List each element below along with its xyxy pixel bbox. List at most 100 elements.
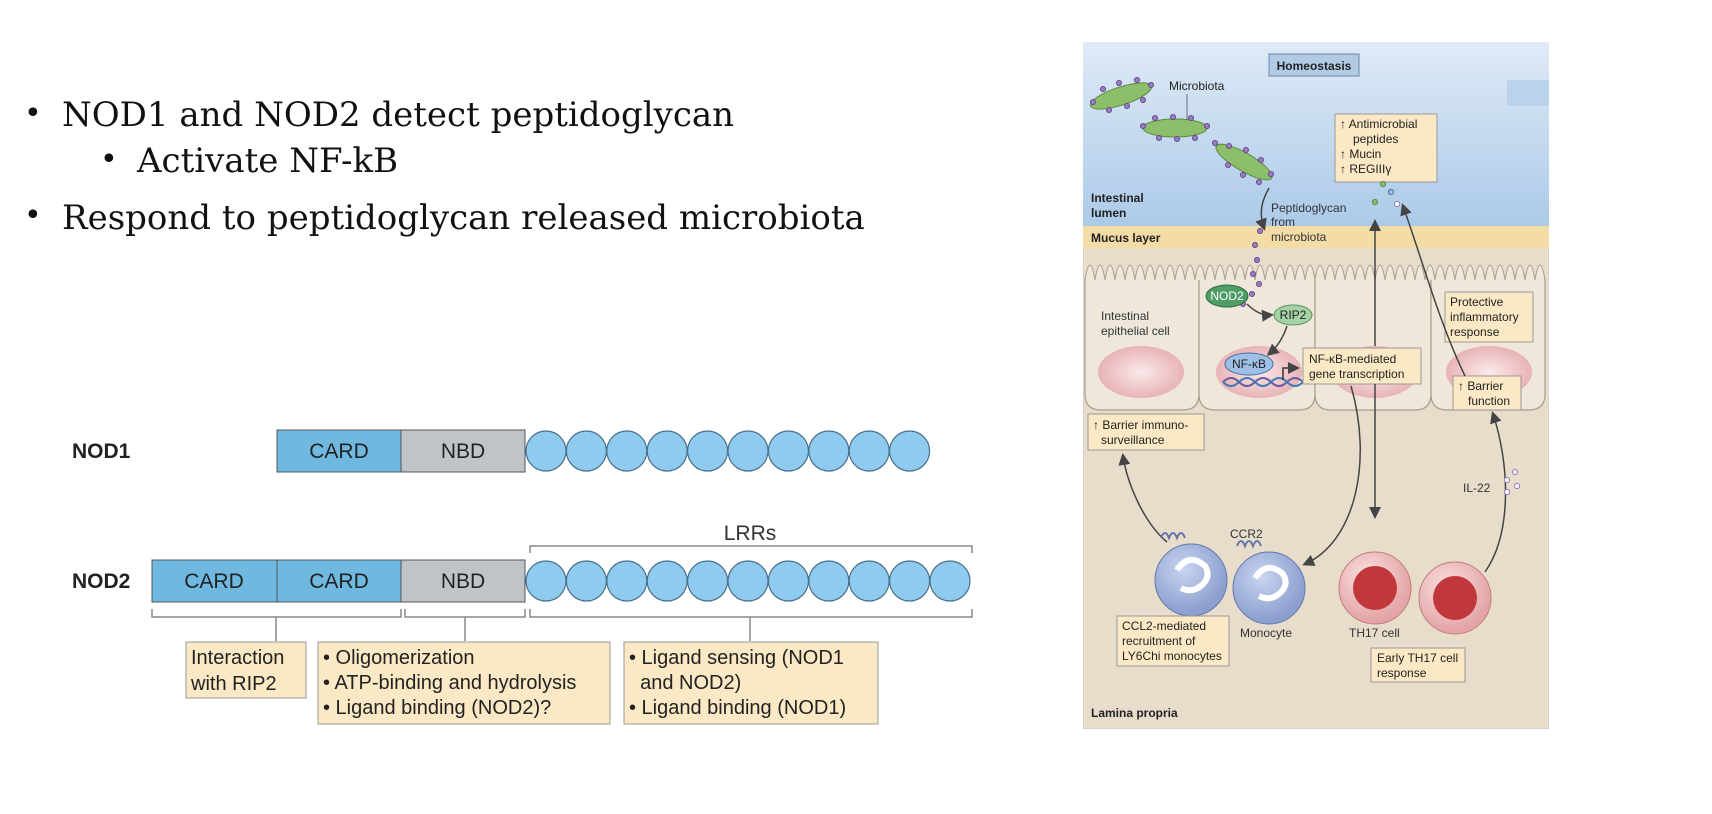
il22-molecules [1503,468,1521,496]
antimicrobial-line1: ↑ Antimicrobial [1340,117,1417,131]
secreted-peptides [1371,180,1401,208]
lrr-repeat [646,560,688,602]
dna-helix [1222,377,1304,387]
lrr-repeat [888,430,931,472]
sub-bullet-nfkb: Activate NF-kB [137,141,399,181]
th17-cell-label: TH17 cell [1349,626,1400,640]
lrr-function-box [623,641,879,725]
nfkb-transcription-box [1302,347,1422,385]
lrr-repeat [606,560,648,602]
barrier-immuno-line1: ↑ Barrier immuno- [1093,418,1188,432]
nfkb-factor [1224,352,1274,376]
surveillance-arrow [1118,453,1168,543]
lrr-repeat [646,430,688,472]
lrr-bracket [529,609,973,641]
lrr-repeat [929,560,971,602]
rip2-protein [1273,304,1313,326]
nod1-nbd-domain [400,429,526,473]
monocyte-recruitment-arrow [1302,385,1361,566]
nbd-function-line1: • Oligomerization [323,647,475,669]
protective-line1: Protective [1450,295,1504,309]
microvilli [1084,264,1546,281]
dna-helix [1222,377,1304,387]
microbiota-label: Microbiota [1169,79,1225,93]
early-th17-line1: Early TH17 cell [1377,651,1458,665]
early-th17-line2: response [1377,666,1427,680]
nbd-function-line3: • Ligand binding (NOD2)? [323,697,551,719]
lrr-repeat [808,560,850,602]
il22-label: IL-22 [1463,481,1491,495]
lrr-repeat [565,560,608,602]
nod1-label: NOD1 [72,440,131,463]
antimicrobial-box [1334,113,1438,183]
card-function-line1: Interaction [191,647,284,669]
nod1-nbd-label: NBD [441,440,485,463]
nod2-lrr-repeats [525,560,971,602]
nod2-receptor-label: NOD2 [1210,289,1244,303]
nod2-nbd-label: NBD [441,570,485,593]
lrr-repeat [848,430,890,472]
lrr-function-line2: and NOD2) [629,672,741,694]
peptidoglycan-line2: from [1271,215,1295,229]
ccl2-line2: recruitment of [1122,634,1196,648]
nod2-to-rip2-arrow [1246,303,1274,322]
nod2-card1-label: CARD [184,570,244,593]
th17-cell-2 [1418,561,1492,635]
mucus-layer-band [1083,226,1549,248]
peptidoglycan-arrow [1255,187,1270,231]
domain-diagram: NOD1 CARD NBD LRRs NOD2 CARD CARD NBD In… [72,429,973,725]
rip2-to-nfkb-arrow [1266,325,1288,356]
nod1-lrr-repeats [525,430,931,472]
protective-line2: inflammatory [1450,310,1519,324]
barrier-function-box [1452,375,1522,411]
barrier-to-lumen-arrow [1400,203,1466,377]
transcription-start-arrow [1282,362,1300,380]
nucleus [1098,346,1184,398]
sub-bullet-marker: • [100,142,118,177]
edge-tab [1507,80,1549,106]
il22-arrow [1484,411,1507,573]
mucus-layer-label: Mucus layer [1091,231,1161,245]
th17-cell-1 [1338,551,1412,625]
nbd-function-line2: • ATP-binding and hydrolysis [323,672,576,694]
lrr-repeat [767,560,810,602]
homeostasis-badge [1268,53,1360,77]
lrr-repeat [727,430,769,472]
nod2-card1-domain [151,559,278,603]
intestinal-pathway-figure: Homeostasis Microbiota ↑ Antimicrobial p… [1083,42,1549,729]
lamina-propria-label: Lamina propria [1091,706,1178,720]
barrier-immuno-box [1087,413,1205,451]
nfkb-transcription-line2: gene transcription [1309,367,1404,381]
lumen-label-line2: lumen [1091,206,1126,220]
nbd-function-box [317,641,611,725]
peptidoglycan-line3: microbiota [1271,230,1327,244]
bullet-marker: • [24,198,42,233]
lrr-repeat [525,430,567,472]
lrr-repeat [767,430,810,472]
nfkb-transcription-line1: NF-κB-mediated [1309,352,1396,366]
microbiota-bacteria [1089,77,1274,185]
barrier-function-line1: ↑ Barrier [1458,379,1503,393]
antimicrobial-line4: ↑ REGIIIγ [1340,162,1391,176]
lrr-repeat [686,560,729,602]
bullet-nod-detect: NOD1 and NOD2 detect peptidoglycan [62,95,735,135]
card-function-box [185,641,307,699]
lrr-repeat [525,560,567,602]
ccl2-line1: CCL2-mediated [1122,619,1206,633]
bullet-marker: • [24,96,42,131]
lrr-repeat [686,430,729,472]
iec-label-line2: epithelial cell [1101,324,1170,338]
lrr-repeat [606,430,648,472]
barrier-function-line2: function [1468,394,1510,408]
lumen-label-line1: Intestinal [1091,191,1144,205]
monocyte-label: Monocyte [1240,626,1292,640]
nod2-receptor [1205,284,1249,308]
lrr-repeat [565,430,608,472]
ly6c-monocyte [1154,532,1228,617]
early-th17-box [1370,647,1466,683]
lrr-function-line1: • Ligand sensing (NOD1 [629,647,844,669]
iec-label-line1: Intestinal [1101,309,1149,323]
peptidoglycan-line1: Peptidoglycan [1271,201,1346,215]
lrr-repeat [808,430,850,472]
lrr-repeat [888,560,931,602]
